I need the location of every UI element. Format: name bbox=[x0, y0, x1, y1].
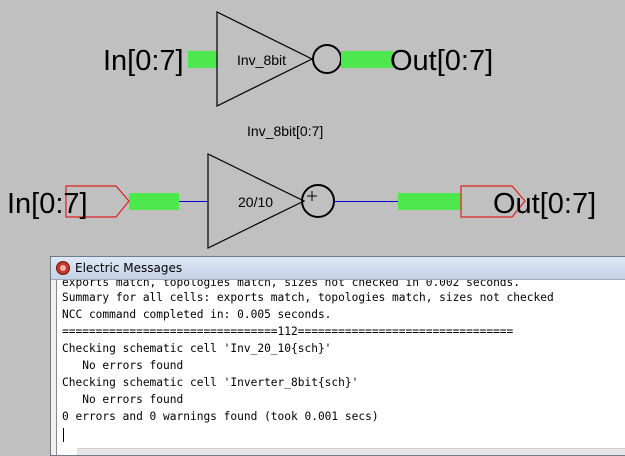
message-line: ================================112=====… bbox=[62, 325, 514, 338]
bottom-inverter-bubble bbox=[301, 184, 335, 218]
text-caret bbox=[63, 428, 64, 442]
top-inverter-symbol[interactable]: In[0:7] Inv_8bit Out[0:7] bbox=[103, 11, 493, 107]
top-input-label: In[0:7] bbox=[103, 45, 184, 77]
message-line: No errors found bbox=[62, 359, 184, 372]
message-line: 0 errors and 0 warnings found (took 0.00… bbox=[62, 410, 379, 423]
messages-text-area[interactable]: exports match, topologies match, sizes n… bbox=[56, 280, 625, 455]
top-inverter-bubble bbox=[312, 44, 342, 74]
message-line: No errors found bbox=[62, 393, 184, 406]
bottom-size-label: 20/10 bbox=[238, 194, 273, 210]
bottom-input-bus-wire[interactable] bbox=[129, 193, 179, 210]
bottom-output-label: Out[0:7] bbox=[493, 188, 596, 220]
bottom-inverter-triangle bbox=[207, 153, 306, 249]
messages-titlebar[interactable]: Electric Messages bbox=[51, 257, 625, 280]
output-export-pin[interactable] bbox=[460, 185, 526, 218]
bottom-inverter-instance[interactable]: In[0:7] 20/10 Out[0:7] bbox=[7, 153, 596, 249]
bottom-output-bus-wire[interactable] bbox=[398, 193, 461, 210]
electric-messages-window[interactable]: Electric Messages exports match, topolog… bbox=[50, 256, 625, 456]
instance-name-label: Inv_8bit[0:7] bbox=[247, 123, 323, 139]
top-symbol-name: Inv_8bit bbox=[237, 52, 286, 68]
top-output-label: Out[0:7] bbox=[390, 45, 493, 77]
horizontal-scrollbar[interactable] bbox=[77, 448, 625, 455]
top-inverter-triangle bbox=[216, 11, 314, 107]
messages-window-title: Electric Messages bbox=[75, 261, 183, 275]
top-input-bus-wire[interactable] bbox=[188, 51, 217, 68]
top-output-bus-wire[interactable] bbox=[341, 51, 393, 68]
message-line: NCC command completed in: 0.005 seconds. bbox=[62, 308, 332, 321]
schematic-canvas[interactable]: In[0:7] Inv_8bit Out[0:7] Inv_8bit[0:7] … bbox=[0, 0, 625, 446]
message-line: Summary for all cells: exports match, to… bbox=[62, 291, 554, 304]
electric-app-icon[interactable] bbox=[56, 261, 70, 275]
message-line: Checking schematic cell 'Inv_20_10{sch}' bbox=[62, 342, 332, 355]
message-line: exports match, topologies match, sizes n… bbox=[62, 280, 521, 289]
input-export-pin[interactable] bbox=[65, 185, 130, 218]
message-line: Checking schematic cell 'Inverter_8bit{s… bbox=[62, 376, 359, 389]
bottom-input-label: In[0:7] bbox=[7, 188, 88, 220]
